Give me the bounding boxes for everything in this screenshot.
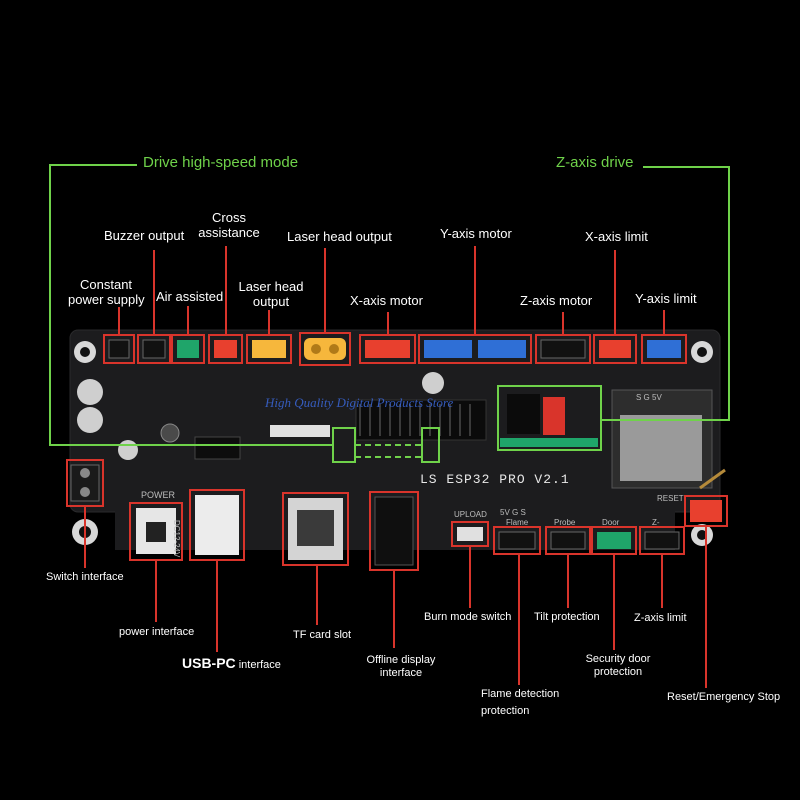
callout-z-axis-drive: Z-axis drive (556, 154, 634, 171)
label-security-door: Security door protection (585, 653, 651, 678)
silk-probe: Probe (554, 518, 576, 527)
label-z-axis-motor: Z-axis motor (520, 293, 593, 308)
connector-flame (493, 526, 541, 555)
label-usb-pc-interface: USB-PC interface (182, 655, 281, 671)
label-tilt-protection: Tilt protection (534, 611, 600, 623)
label-flame-detection: Flame detection protection (481, 688, 560, 717)
silk-reset: RESET (657, 494, 684, 503)
label-y-axis-motor: Y-axis motor (440, 226, 512, 241)
leader-lines-bottom (84, 506, 707, 688)
label-buzzer-output: Buzzer output (104, 228, 185, 243)
tf-card-slot (282, 492, 349, 566)
antenna-cable (699, 468, 726, 490)
label-switch-interface: Switch interface (46, 571, 124, 583)
label-reset-emergency-stop: Reset/Emergency Stop (667, 691, 781, 703)
jumper-highlight (421, 427, 440, 463)
callout-line-z-drive (601, 166, 730, 421)
inductor-icon (160, 423, 180, 443)
silk-upload: UPLOAD (454, 510, 487, 519)
callout-drive-high-speed-mode: Drive high-speed mode (143, 154, 299, 171)
label-laser-head-output-small: Laser head output (238, 279, 304, 309)
silk-sg5v: S G 5V (636, 393, 662, 402)
board-title: LS ESP32 PRO V2.1 (420, 472, 570, 487)
silk-dc: DC12-24V (172, 520, 181, 558)
silk-door: Door (602, 518, 620, 527)
capacitor-icon (118, 440, 138, 460)
watermark: High Quality Digital Products Store (265, 395, 454, 410)
capacitor-icon (77, 407, 103, 433)
silk-zminus: Z- (652, 518, 660, 527)
label-z-axis-limit: Z-axis limit (634, 612, 687, 624)
label-laser-head-output: Laser head output (287, 229, 392, 244)
label-burn-mode-switch: Burn mode switch (424, 611, 512, 623)
label-air-assisted: Air assisted (156, 289, 224, 304)
label-cross-assistance: Cross assistance (198, 210, 260, 240)
label-offline-display: Offline display interface (366, 654, 436, 679)
label-x-axis-limit: X-axis limit (585, 229, 648, 244)
label-power-interface: power interface (119, 626, 195, 638)
silk-flame: Flame (506, 518, 529, 527)
label-constant-power: Constant power supply (68, 277, 145, 307)
chip (194, 436, 241, 460)
crystal (270, 425, 330, 437)
dip-switch (543, 397, 565, 435)
silk-power: POWER (141, 490, 176, 500)
capacitor-icon (422, 372, 444, 394)
leader-lines-top (118, 246, 665, 335)
label-tf-card-slot: TF card slot (293, 629, 352, 641)
label-x-axis-motor: X-axis motor (350, 293, 423, 308)
silk-5vgs: 5V G S (500, 508, 526, 517)
label-y-axis-limit: Y-axis limit (635, 291, 697, 306)
capacitor-icon (77, 379, 103, 405)
callout-line-high-speed (49, 164, 333, 446)
z-axis-drive-highlight (497, 385, 602, 451)
